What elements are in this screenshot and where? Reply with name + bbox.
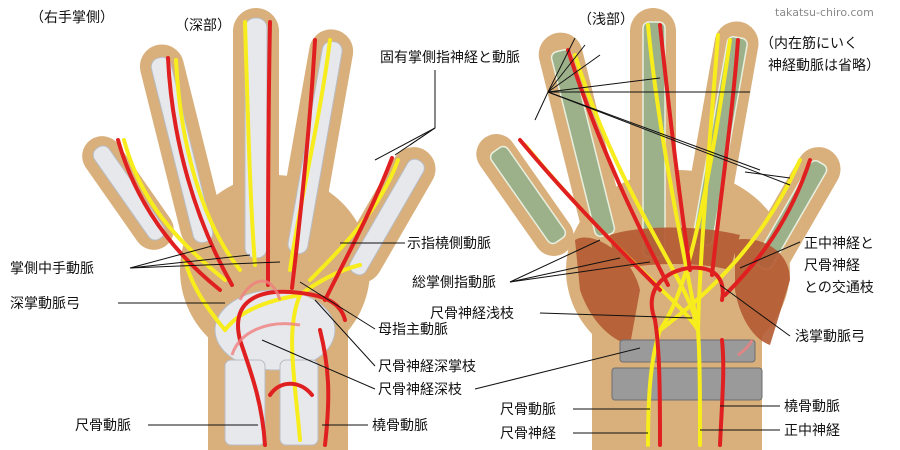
label-communicating-3: との交通枝 xyxy=(804,279,874,296)
label-princeps-pollicis: 母指主動脈 xyxy=(378,322,448,338)
watermark: takatsu-chiro.com xyxy=(775,6,874,19)
left-hand-deep xyxy=(82,8,436,450)
left-hand-arteries xyxy=(116,20,394,447)
right-hand-arteries-faded xyxy=(737,339,754,357)
label-common-palmar-digital: 総掌側指動脈 xyxy=(412,275,496,291)
label-ulnar-artery-right: 尺骨動脈 xyxy=(500,402,556,418)
leader-lines xyxy=(118,37,801,434)
label-ulnar-nerve: 尺骨神経 xyxy=(500,426,556,442)
label-deep-palmar-arch: 深掌動脈弓 xyxy=(10,296,80,312)
label-proper-palmar-digital: 固有掌側指神経と動脈 xyxy=(380,50,520,66)
intrinsic-note-line2: 神経動脈は省略） xyxy=(768,58,880,74)
label-ulnar-superficial-branch: 尺骨神経浅枝 xyxy=(430,306,514,322)
label-communicating-1: 正中神経と xyxy=(804,236,874,252)
label-median-nerve: 正中神経 xyxy=(784,423,840,439)
label-communicating-2: 尺骨神経 xyxy=(804,258,860,274)
right-hand-superficial xyxy=(476,8,841,450)
labels: （右手掌側） （深部） （浅部） takatsu-chiro.com （内在筋に… xyxy=(10,6,880,442)
intrinsic-note-line1: （内在筋にいく xyxy=(760,35,858,52)
label-superficial-palmar-arch: 浅掌動脈弓 xyxy=(795,329,865,345)
label-ulnar-deep-branch: 尺骨神経深枝 xyxy=(378,382,462,398)
label-radialis-indicis: 示指橈側動脈 xyxy=(407,236,491,252)
left-hand-nerves xyxy=(122,20,400,442)
label-ulnar-deep-palmar-branch: 尺骨神経深掌枝 xyxy=(378,359,476,375)
label-ulnar-artery-left: 尺骨動脈 xyxy=(75,418,131,434)
right-hand-arteries xyxy=(518,23,812,447)
deep-heading: （深部） xyxy=(175,18,231,34)
side-note: （右手掌側） xyxy=(30,10,114,26)
superficial-heading: （浅部） xyxy=(578,12,634,28)
left-hand-arteries-faded xyxy=(230,279,301,356)
label-palmar-metacarpal: 掌側中手動脈 xyxy=(10,261,94,277)
label-radial-artery-right: 橈骨動脈 xyxy=(784,399,840,415)
label-radial-artery-left: 橈骨動脈 xyxy=(372,418,428,434)
